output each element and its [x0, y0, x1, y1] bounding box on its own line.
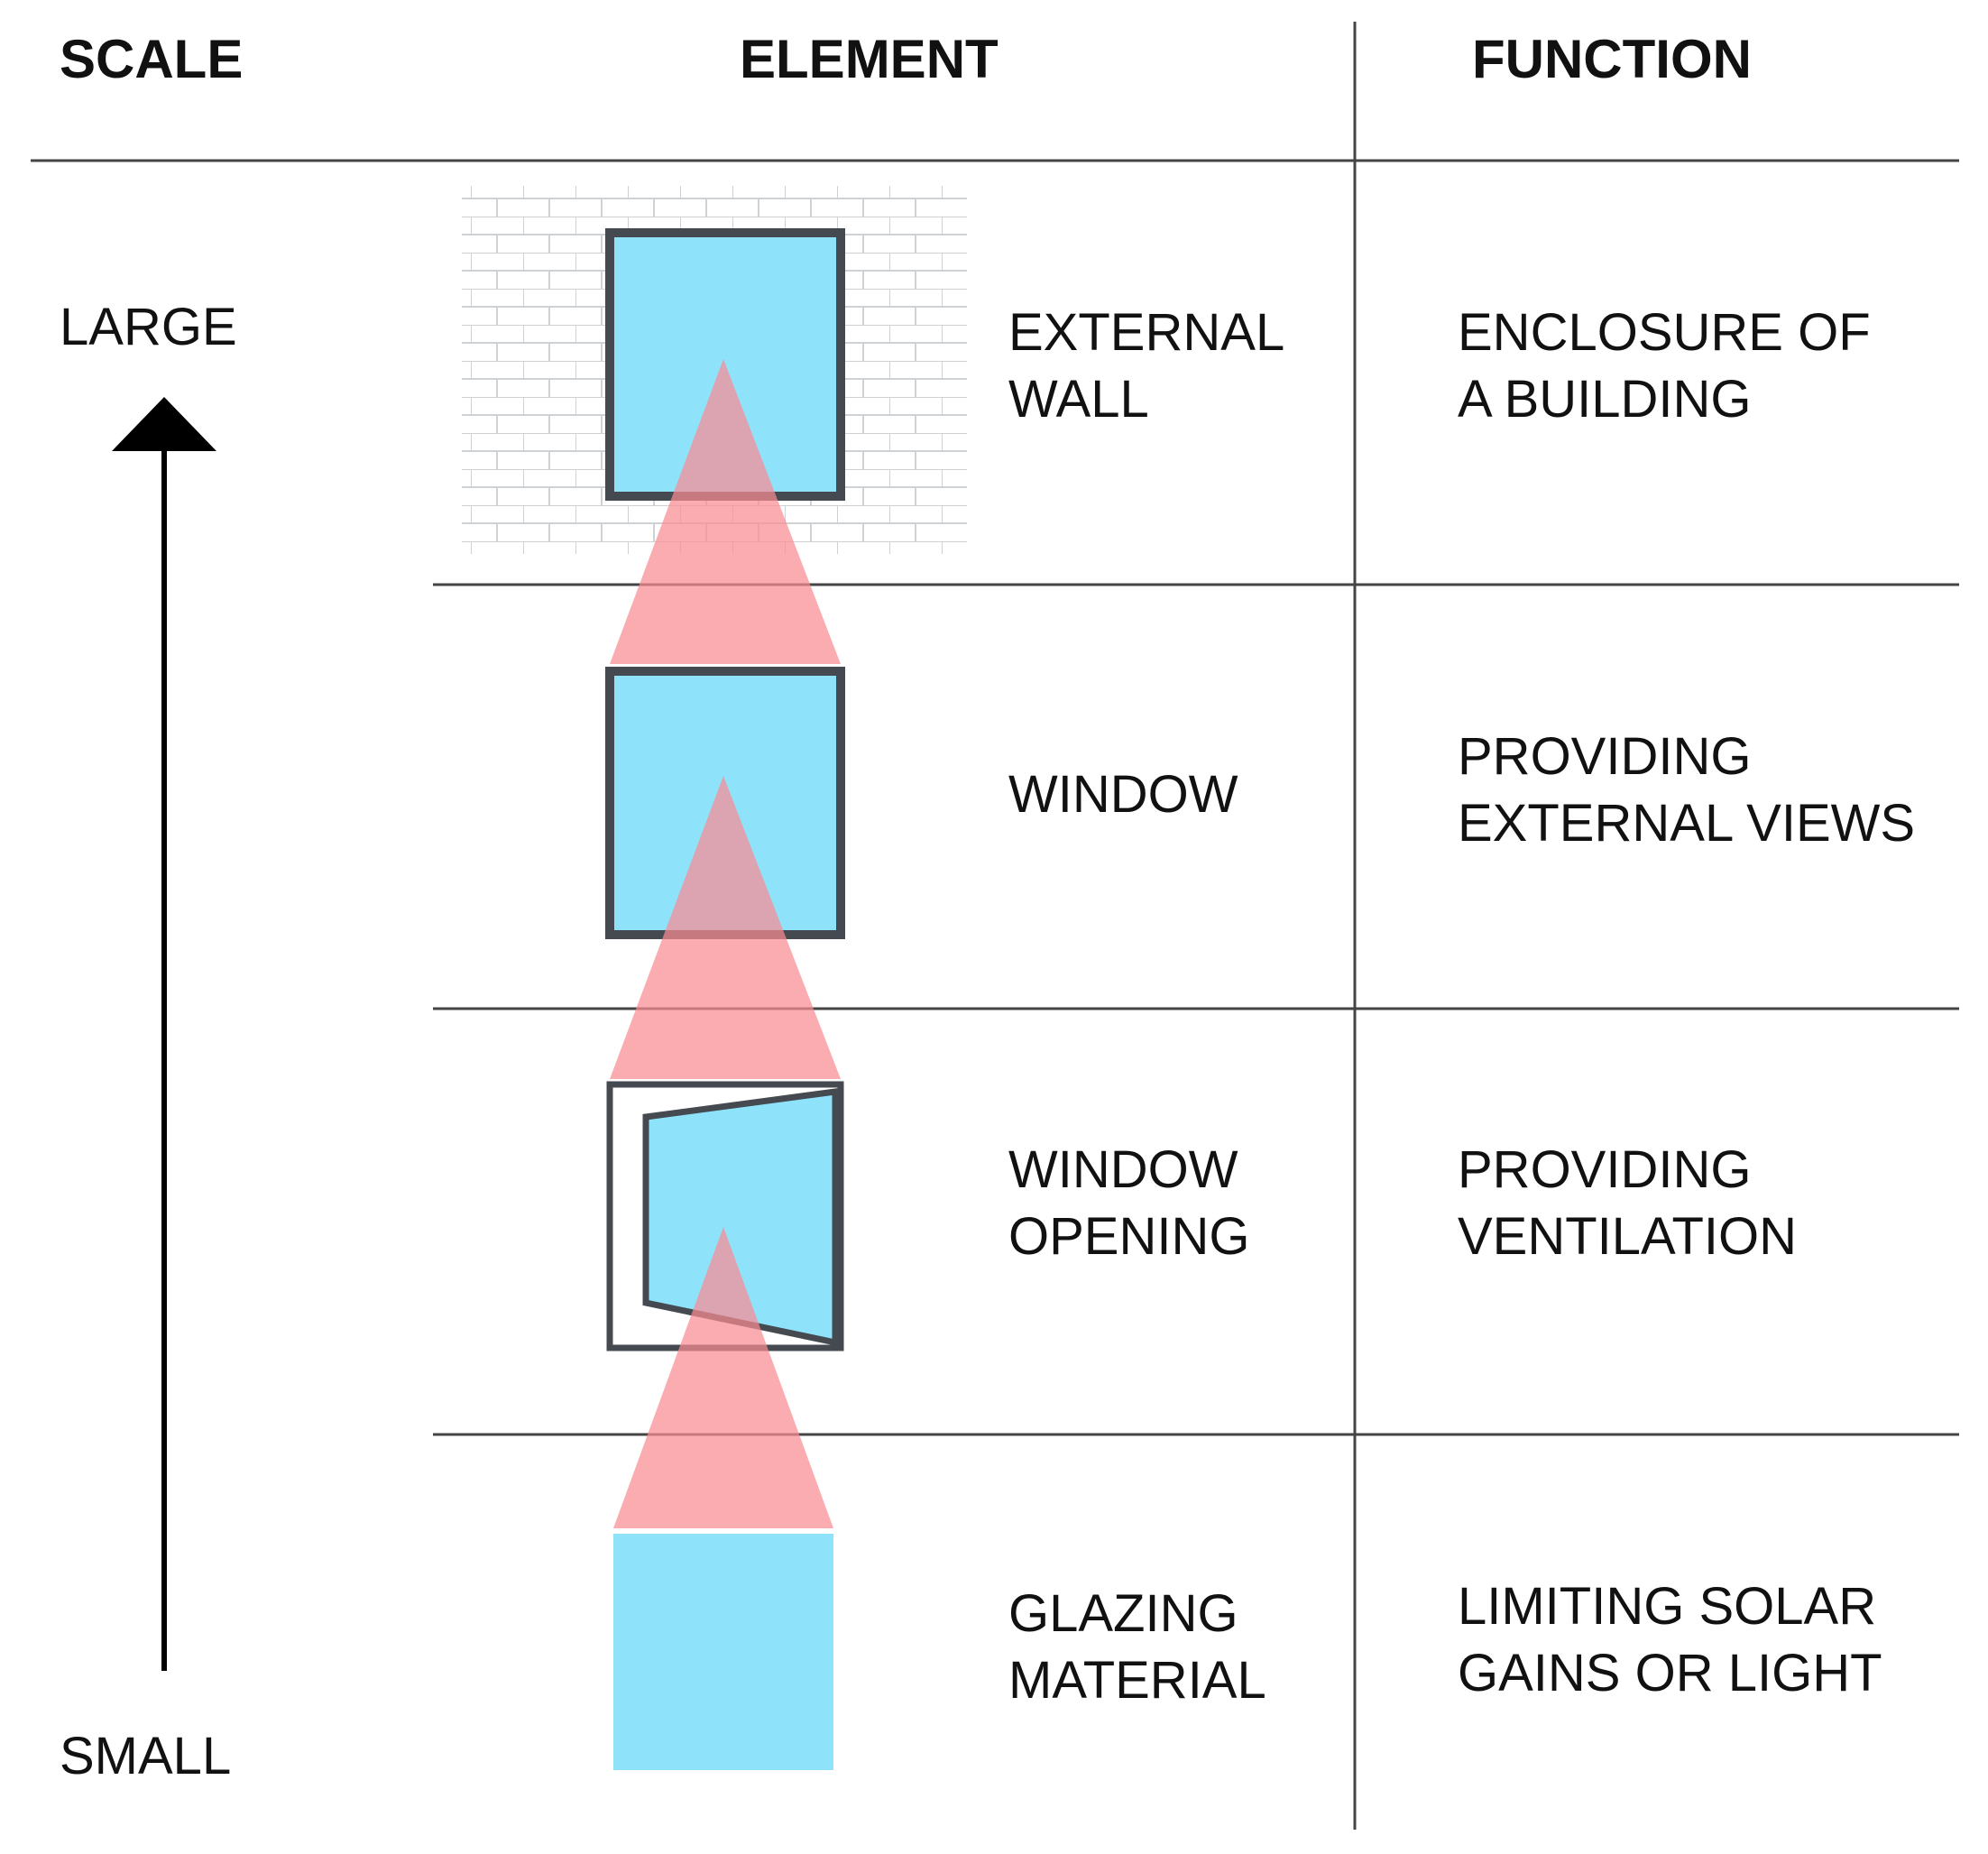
row3-element-line2: OPENING	[1008, 1207, 1250, 1266]
scale-large-label: LARGE	[60, 298, 237, 356]
row1-function-line2: A BUILDING	[1458, 370, 1752, 429]
row1-function-line1: ENCLOSURE OF	[1458, 303, 1871, 362]
scale-small-label: SMALL	[60, 1727, 231, 1785]
beam-glazing-to-opening	[613, 1227, 833, 1528]
row1-element-line1: EXTERNAL	[1008, 303, 1284, 362]
row1-element-line2: WALL	[1008, 370, 1149, 429]
row4-element-line1: GLAZING	[1008, 1584, 1238, 1643]
row3-function-line2: VENTILATION	[1458, 1207, 1797, 1266]
open-sash-icon	[642, 1088, 839, 1347]
row3-element-line1: WINDOW	[1008, 1140, 1238, 1199]
row2-element-line1: WINDOW	[1008, 765, 1238, 824]
row4-element-line2: MATERIAL	[1008, 1651, 1266, 1710]
header-function: FUNCTION	[1472, 29, 1752, 89]
beam-opening-to-window	[610, 776, 841, 1079]
arrow-up-icon	[112, 397, 216, 451]
row3-function-line1: PROVIDING	[1458, 1140, 1752, 1199]
row4-function-line1: LIMITING SOLAR	[1458, 1577, 1876, 1636]
row2-function-line2: EXTERNAL VIEWS	[1458, 794, 1915, 853]
header-element: ELEMENT	[740, 29, 999, 89]
row4-function-line2: GAINS OR LIGHT	[1458, 1644, 1882, 1702]
glazing-pane-icon	[613, 1534, 833, 1770]
beam-window-to-wall	[610, 359, 841, 664]
header-scale: SCALE	[60, 29, 243, 89]
row2-function-line1: PROVIDING	[1458, 727, 1752, 786]
